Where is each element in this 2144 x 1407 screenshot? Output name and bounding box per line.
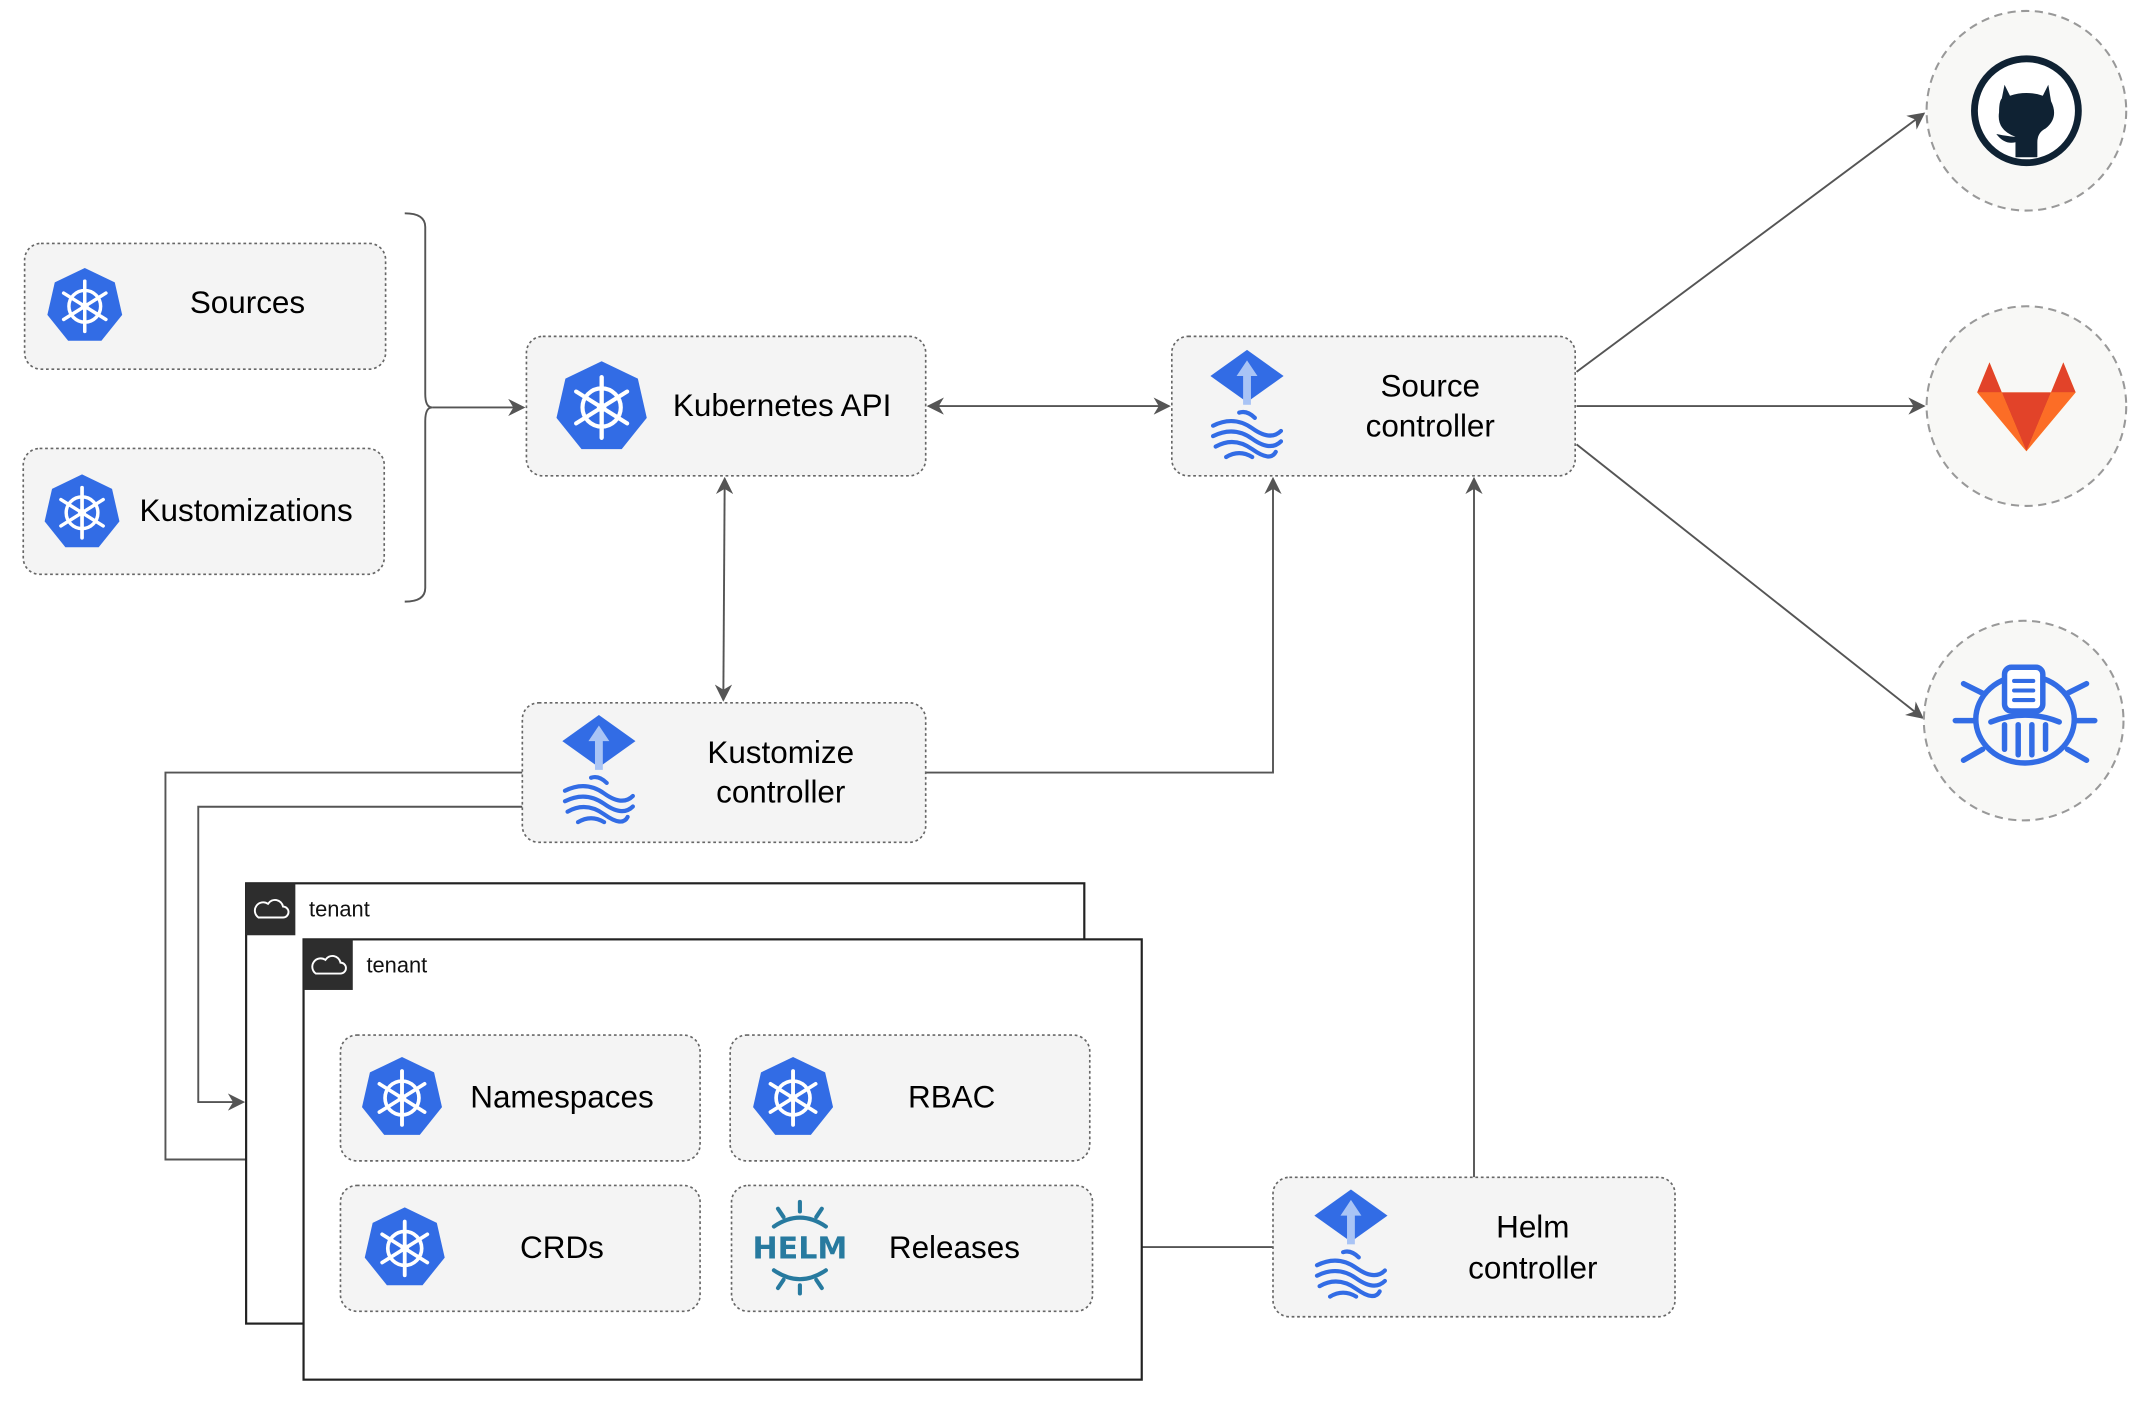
kustomize-controller-node: Kustomize controller: [521, 701, 927, 844]
tenant-container-front: tenant Namespaces RBAC CRDs: [302, 938, 1143, 1381]
source-controller-label-line2: controller: [1366, 408, 1495, 443]
bucket-node: [1922, 619, 2125, 822]
rbac-node: RBAC: [729, 1034, 1091, 1162]
helm-controller-node: Helm controller: [1272, 1176, 1676, 1318]
kustomizations-node: Kustomizations: [22, 447, 386, 576]
cloud-icon: [253, 898, 290, 919]
arrow-kustomize-source: [925, 476, 1282, 774]
sources-node: Sources: [23, 242, 387, 371]
helm-icon: HELM: [752, 1199, 847, 1296]
helm-controller-label-line1: Helm: [1496, 1210, 1569, 1245]
helm-logo-text: HELM: [752, 1231, 847, 1266]
source-controller-label-line1: Source: [1380, 369, 1480, 404]
tenant-label: tenant: [309, 896, 370, 921]
kustomizations-label: Kustomizations: [140, 493, 353, 528]
releases-label: Releases: [889, 1230, 1020, 1265]
tenant-label: tenant: [366, 952, 427, 977]
crds-node: CRDs: [339, 1184, 701, 1313]
crds-label: CRDs: [520, 1230, 604, 1265]
namespaces-label: Namespaces: [470, 1080, 653, 1115]
sources-label: Sources: [190, 285, 305, 320]
kubernetes-api-label: Kubernetes API: [673, 388, 891, 423]
releases-node: HELM Releases: [730, 1184, 1094, 1313]
cloud-icon: [311, 955, 347, 975]
arrow-source-github: [1575, 112, 1926, 373]
kubernetes-api-node: Kubernetes API: [525, 335, 927, 477]
arrow-source-bucket: [1575, 443, 1924, 719]
gitlab-node: [1925, 305, 2128, 507]
arrow-kustomize-tenant-back: [197, 805, 523, 1111]
kustomize-controller-label-line1: Kustomize: [707, 735, 854, 770]
helm-controller-label-line2: controller: [1468, 1251, 1597, 1286]
source-controller-node: Source controller: [1170, 335, 1577, 477]
arrow-api-kustomize: [714, 476, 734, 702]
rbac-label: RBAC: [908, 1080, 995, 1115]
bucket-icon: [1952, 664, 2098, 766]
grouping-brace: [404, 212, 433, 603]
kustomize-controller-label-line2: controller: [716, 775, 845, 810]
arrow-kustomize-tenant-front: [164, 771, 523, 1169]
github-node: [1925, 9, 2128, 212]
namespaces-node: Namespaces: [339, 1034, 701, 1162]
github-icon: [1971, 55, 2082, 167]
